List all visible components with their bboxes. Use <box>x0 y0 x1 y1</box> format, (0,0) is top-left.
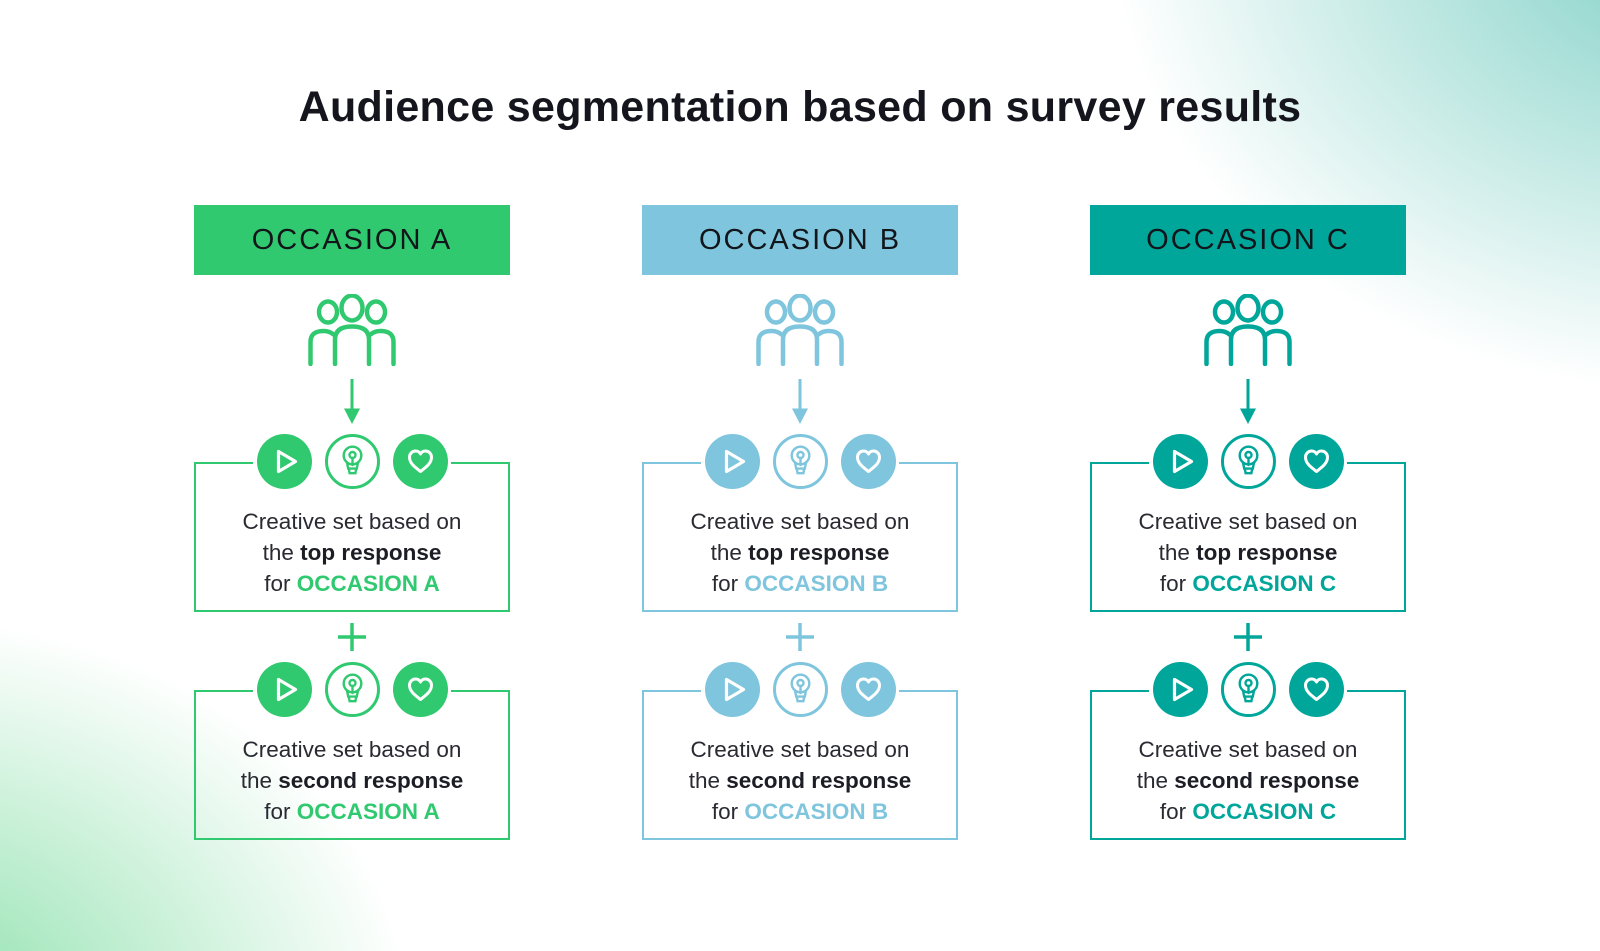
lightbulb-icon <box>772 662 828 717</box>
plus-icon <box>338 623 366 651</box>
description-line-3: for OCCASION A <box>264 799 440 824</box>
description-line-1: Creative set based on <box>1138 737 1358 762</box>
creative-set-box-top: Creative set based on the top response f… <box>1090 434 1406 612</box>
arrow-down-icon <box>1240 379 1256 424</box>
description-line-2: the top response <box>710 540 890 565</box>
creative-set-box-bottom: Creative set based on the second respons… <box>642 662 958 840</box>
play-icon <box>1152 434 1208 489</box>
description-line-3: for OCCASION C <box>1159 571 1337 596</box>
description-line-2: the top response <box>262 540 442 565</box>
creative-set-description: Creative set based on the second respons… <box>196 690 508 827</box>
creative-icons <box>644 434 956 489</box>
heart-icon <box>392 434 448 489</box>
creative-set-description: Creative set based on the second respons… <box>1092 690 1404 827</box>
plus-icon <box>1234 623 1262 651</box>
description-line-2: the top response <box>1158 540 1338 565</box>
arrow-down-icon <box>344 379 360 424</box>
creative-icons <box>196 434 508 489</box>
description-line-1: Creative set based on <box>690 737 910 762</box>
creative-set-box-bottom: Creative set based on the second respons… <box>194 662 510 840</box>
segmentation-columns: OCCASION A <box>0 205 1600 840</box>
audience-icon <box>1204 294 1292 366</box>
play-icon <box>704 662 760 717</box>
description-line-3: for OCCASION A <box>264 571 440 596</box>
lightbulb-icon <box>324 434 380 489</box>
creative-icons <box>1092 662 1404 717</box>
column-occasion-c: OCCASION C <box>1090 205 1406 840</box>
description-line-1: Creative set based on <box>242 737 462 762</box>
description-line-3: for OCCASION C <box>1159 799 1337 824</box>
description-line-2: the second response <box>1136 768 1360 793</box>
lightbulb-icon <box>1220 434 1276 489</box>
audience-icon <box>308 294 396 366</box>
creative-icons <box>644 662 956 717</box>
creative-set-description: Creative set based on the top response f… <box>196 462 508 599</box>
creative-icons <box>196 662 508 717</box>
plus-icon <box>786 623 814 651</box>
heart-icon <box>840 434 896 489</box>
creative-set-description: Creative set based on the second respons… <box>644 690 956 827</box>
description-line-2: the second response <box>240 768 464 793</box>
audience-icon <box>756 294 844 366</box>
occasion-c-header: OCCASION C <box>1090 205 1406 275</box>
heart-icon <box>1288 662 1344 717</box>
creative-set-box-bottom: Creative set based on the second respons… <box>1090 662 1406 840</box>
lightbulb-icon <box>1220 662 1276 717</box>
lightbulb-icon <box>324 662 380 717</box>
occasion-a-header: OCCASION A <box>194 205 510 275</box>
description-line-2: the second response <box>688 768 912 793</box>
column-occasion-b: OCCASION B <box>642 205 958 840</box>
creative-set-box-top: Creative set based on the top response f… <box>642 434 958 612</box>
heart-icon <box>392 662 448 717</box>
occasion-b-header: OCCASION B <box>642 205 958 275</box>
creative-set-description: Creative set based on the top response f… <box>644 462 956 599</box>
description-line-3: for OCCASION B <box>711 799 889 824</box>
page-title: Audience segmentation based on survey re… <box>298 83 1302 131</box>
play-icon <box>256 662 312 717</box>
lightbulb-icon <box>772 434 828 489</box>
creative-icons <box>1092 434 1404 489</box>
heart-icon <box>1288 434 1344 489</box>
play-icon <box>704 434 760 489</box>
creative-set-box-top: Creative set based on the top response f… <box>194 434 510 612</box>
description-line-1: Creative set based on <box>690 509 910 534</box>
description-line-1: Creative set based on <box>242 509 462 534</box>
heart-icon <box>840 662 896 717</box>
description-line-1: Creative set based on <box>1138 509 1358 534</box>
creative-set-description: Creative set based on the top response f… <box>1092 462 1404 599</box>
description-line-3: for OCCASION B <box>711 571 889 596</box>
play-icon <box>1152 662 1208 717</box>
column-occasion-a: OCCASION A <box>194 205 510 840</box>
play-icon <box>256 434 312 489</box>
arrow-down-icon <box>792 379 808 424</box>
